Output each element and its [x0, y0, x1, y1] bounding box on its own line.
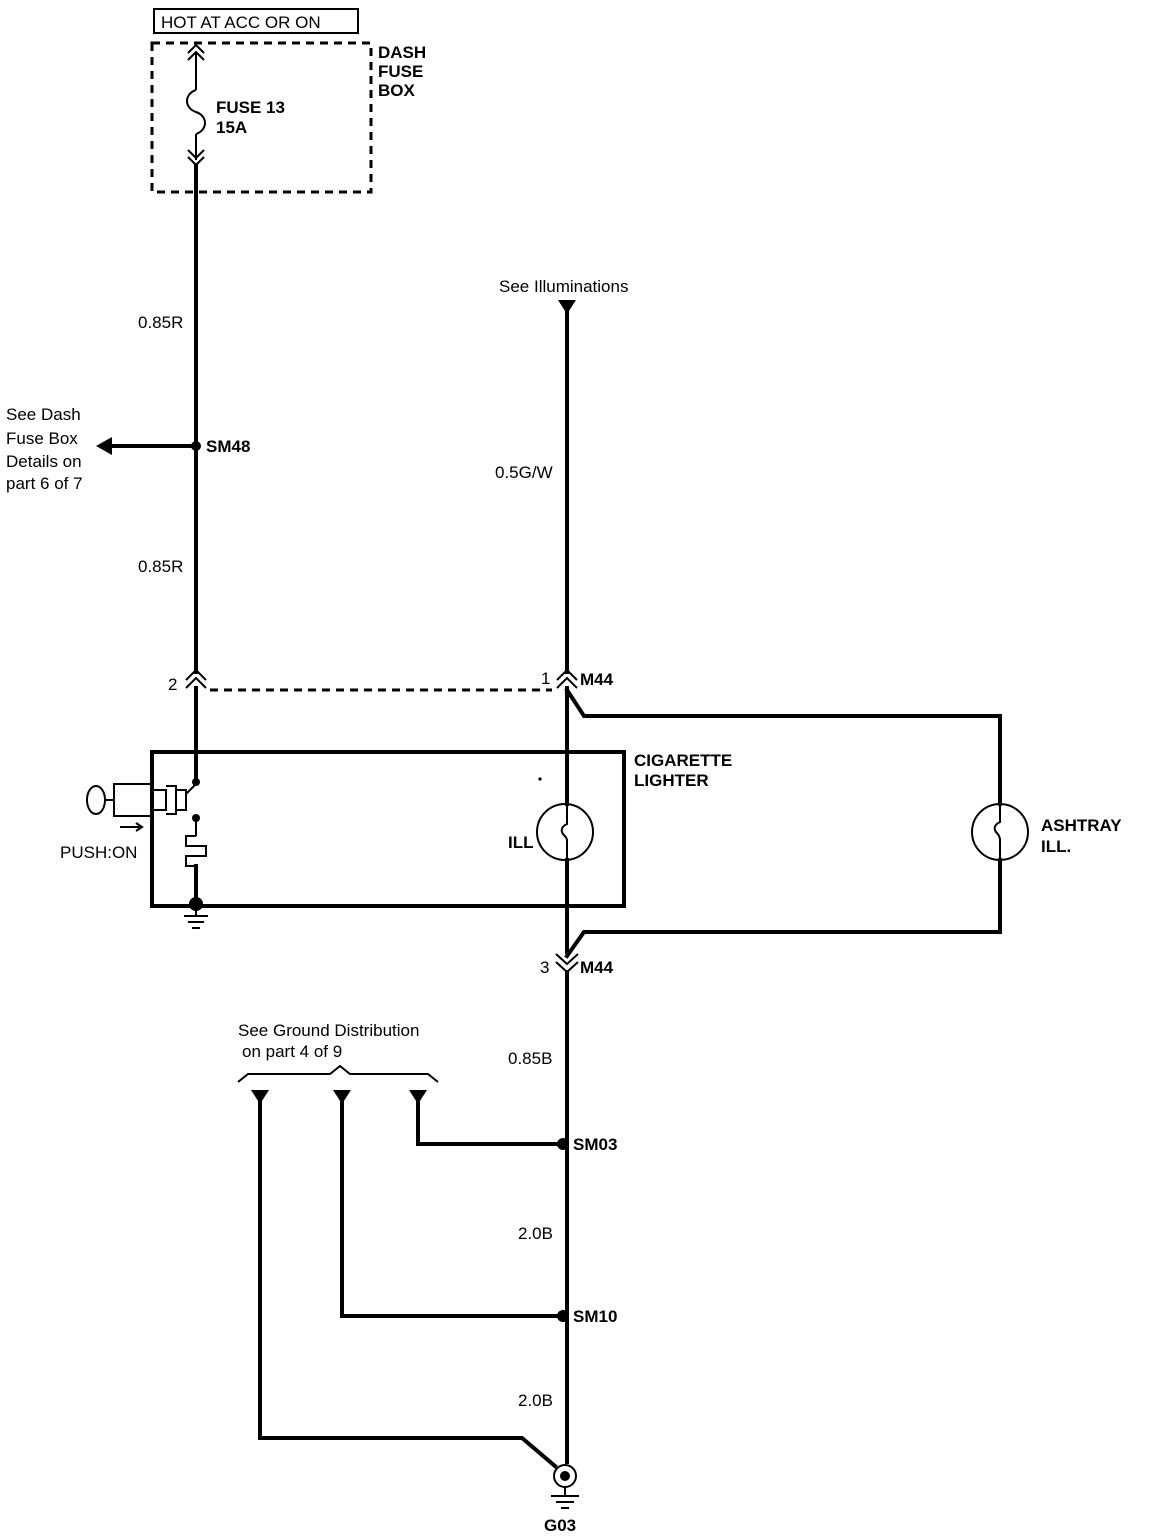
- connector-pin1-chevron-icon: [556, 668, 578, 689]
- connector-pin2-label: 2: [168, 675, 177, 694]
- connector-m44-bottom-label: M44: [580, 958, 614, 977]
- wire-label-085r-mid: 0.85R: [138, 557, 183, 576]
- wire-branch-sm03: [416, 1098, 565, 1146]
- splice-sm03-label: SM03: [573, 1135, 617, 1154]
- ill-lamp-filament: [560, 804, 568, 860]
- wire-to-ashtray-lamp: [564, 687, 1002, 806]
- dash-fuse-box-label-2: FUSE: [378, 62, 423, 81]
- connector-m44-top-label: M44: [580, 670, 614, 689]
- speck: [538, 777, 542, 781]
- see-dash-fuse-3: Details on: [6, 452, 82, 471]
- fuse-element-icon: [186, 89, 206, 135]
- ill-lamp-icon: [536, 803, 594, 861]
- splice-sm10-label: SM10: [573, 1307, 617, 1326]
- ashtray-lamp-filament: [993, 804, 1001, 860]
- wire-branch-sm10: [340, 1098, 565, 1318]
- ground-branch-arrow-1-icon: [251, 1090, 269, 1104]
- illumination-arrow-icon: [558, 300, 576, 314]
- wire-label-085r-top: 0.85R: [138, 313, 183, 332]
- connector-pin2-chevron-icon: [185, 668, 207, 689]
- wire-label-085b: 0.85B: [508, 1049, 552, 1068]
- push-button-icon: [86, 783, 197, 832]
- wire-branch-g03: [258, 1098, 558, 1469]
- ground-g03-label: G03: [544, 1516, 576, 1535]
- connector-pin1-label: 1: [541, 669, 550, 688]
- wire-label-20b-upper: 2.0B: [518, 1224, 553, 1243]
- header-label: HOT AT ACC OR ON: [161, 13, 321, 32]
- cigarette-lighter-label-1: CIGARETTE: [634, 751, 732, 770]
- ashtray-label-2: ILL.: [1041, 837, 1071, 856]
- see-dash-fuse-4: part 6 of 7: [6, 474, 83, 493]
- ashtray-label-1: ASHTRAY: [1041, 816, 1122, 835]
- see-illuminations-label: See Illuminations: [499, 277, 628, 296]
- dash-fuse-box-outline: [150, 41, 373, 194]
- ground-g03-icon: [551, 1487, 579, 1509]
- cigarette-lighter-label-2: LIGHTER: [634, 771, 709, 790]
- splice-sm48-label: SM48: [206, 437, 250, 456]
- heating-element-icon: [185, 835, 207, 867]
- connector-pin3-label: 3: [540, 958, 549, 977]
- fuse-rating: 15A: [216, 118, 247, 137]
- dash-fuse-box-label-3: BOX: [378, 81, 416, 100]
- cigarette-lighter-outline: [150, 750, 626, 908]
- see-dash-fuse-2: Fuse Box: [6, 429, 78, 448]
- see-ground-label-2: on part 4 of 9: [242, 1042, 342, 1061]
- ground-distribution-brace: [237, 1064, 439, 1083]
- fuse-name: FUSE 13: [216, 98, 285, 117]
- wire-label-20b-lower: 2.0B: [518, 1391, 553, 1410]
- wire-ashtray-return: [564, 858, 1002, 959]
- ill-label: ILL: [508, 833, 534, 852]
- ground-g03-center: [560, 1471, 570, 1481]
- wire-label-05gw: 0.5G/W: [495, 463, 553, 482]
- lighter-ground-dot: [189, 897, 203, 911]
- lighter-ground-icon: [184, 906, 208, 929]
- arrow-left-icon: [96, 437, 112, 455]
- push-on-label: PUSH:ON: [60, 843, 137, 862]
- header-box: [153, 8, 359, 34]
- ground-branch-arrow-2-icon: [333, 1090, 351, 1104]
- see-dash-fuse-1: See Dash: [6, 405, 81, 424]
- ground-branch-arrow-3-icon: [409, 1090, 427, 1104]
- see-ground-label-1: See Ground Distribution: [238, 1021, 419, 1040]
- dash-fuse-box-label-1: DASH: [378, 43, 426, 62]
- switch-contact-top: [192, 778, 200, 786]
